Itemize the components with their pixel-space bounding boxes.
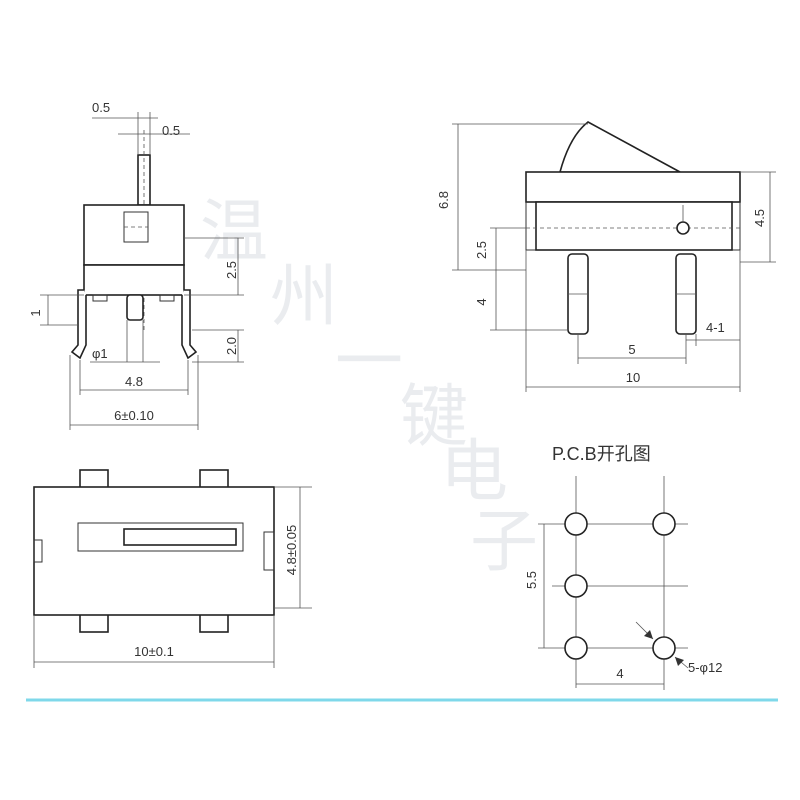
dim-pcb-4: 4: [616, 666, 623, 681]
watermark-char-2: 州: [270, 258, 338, 337]
watermark-char-4: 键: [400, 378, 468, 457]
dim-front-2_5: 2.5: [224, 261, 239, 279]
watermark-char-6: 子: [470, 503, 538, 582]
dim-side-10: 10: [626, 370, 640, 385]
watermark-char-1: 温: [200, 193, 268, 272]
front-body: [83, 204, 185, 266]
watermark: 温 州 一 键 电 子: [200, 193, 538, 582]
dim-pcb-holes: 5-φ12: [688, 660, 722, 675]
pcb-view: P.C.B开孔图 5.5 4 5-φ12: [524, 444, 722, 690]
dim-top-10: 10±0.1: [134, 644, 174, 659]
top-tab-tr: [199, 469, 229, 489]
top-tab-bl: [79, 613, 109, 633]
side-lever: [558, 121, 681, 173]
front-leg-left: [70, 289, 87, 360]
dim-front-0_5-b: 0.5: [162, 123, 180, 138]
top-tab-tl: [79, 469, 109, 489]
pcb-hole-5: [652, 636, 676, 660]
pcb-hole-4: [564, 636, 588, 660]
front-base: [83, 264, 185, 296]
top-slot-outer: [77, 522, 244, 552]
dim-side-2_5: 2.5: [474, 241, 489, 259]
dim-side-6_8: 6.8: [436, 191, 451, 209]
pcb-hole-1: [564, 512, 588, 536]
dim-pcb-5_5: 5.5: [524, 571, 539, 589]
dim-side-4: 4: [474, 298, 489, 305]
dim-front-1: 1: [28, 309, 43, 316]
top-slot-inner: [123, 528, 237, 546]
pcb-hole-2: [652, 512, 676, 536]
top-view: 4.8±0.05 10±0.1: [33, 469, 312, 668]
side-pivot: [676, 221, 690, 235]
pcb-title: P.C.B开孔图: [552, 444, 651, 464]
dim-front-6: 6±0.10: [114, 408, 154, 423]
front-view: 0.5 0.5 2.5 2.0 1 φ1 4.8 6±0.10: [28, 100, 244, 430]
dim-side-5: 5: [628, 342, 635, 357]
dim-front-phi1: φ1: [92, 346, 108, 361]
side-view: 6.8 2.5 4 4.5 5 4-1 10: [436, 121, 776, 392]
dim-side-4_1: 4-1: [706, 320, 725, 335]
dim-front-2_0: 2.0: [224, 337, 239, 355]
watermark-char-3: 一: [335, 323, 403, 402]
side-body-lower: [535, 201, 733, 251]
dim-front-4_8: 4.8: [125, 374, 143, 389]
watermark-char-5: 电: [440, 433, 508, 512]
dim-side-4_5: 4.5: [752, 209, 767, 227]
pcb-hole-3: [564, 574, 588, 598]
side-body-top: [525, 171, 741, 203]
dim-top-4_8: 4.8±0.05: [284, 525, 299, 576]
front-leg-right: [181, 289, 198, 360]
front-center-pin: [126, 294, 144, 321]
top-tab-br: [199, 613, 229, 633]
dim-front-0_5-a: 0.5: [92, 100, 110, 115]
